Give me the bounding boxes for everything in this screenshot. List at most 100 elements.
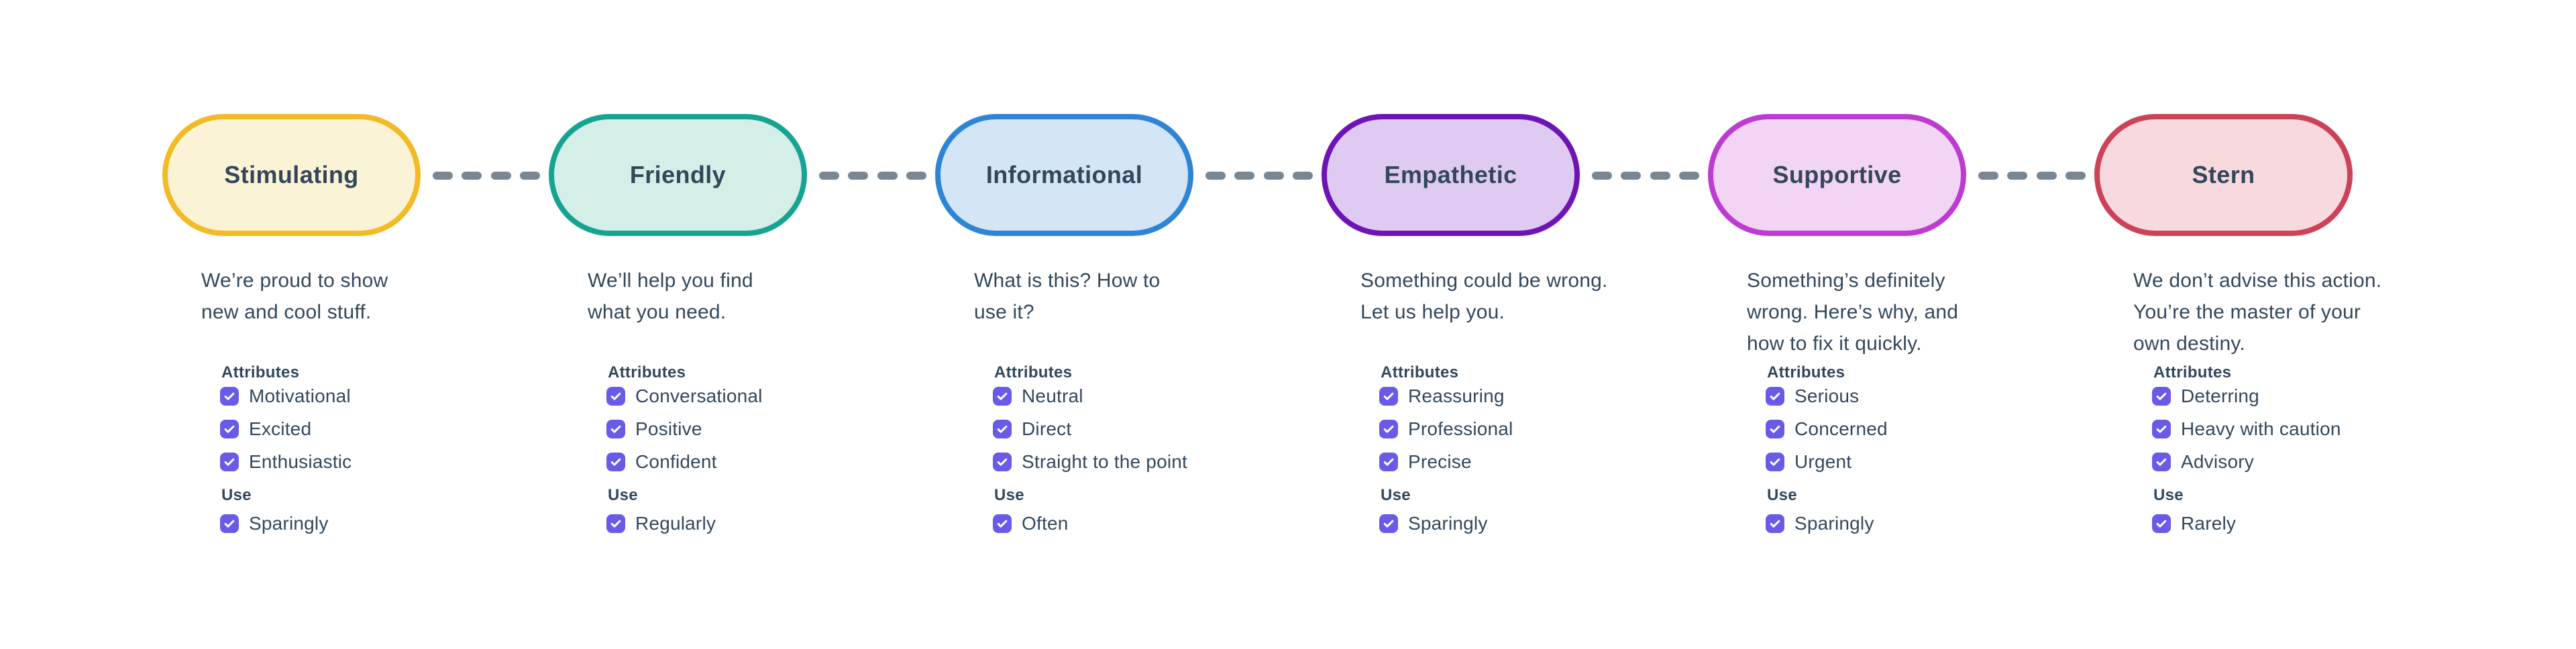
attribute-row: Reassuring: [1379, 386, 1708, 406]
checkbox-checked[interactable]: [2152, 514, 2171, 533]
check-icon: [610, 425, 621, 433]
attribute-row: Positive: [606, 418, 935, 439]
checkbox-checked[interactable]: [606, 514, 625, 533]
checkbox-checked[interactable]: [606, 420, 625, 438]
check-icon: [1770, 520, 1780, 528]
use-label: Sparingly: [1794, 513, 1874, 534]
checkbox-checked[interactable]: [220, 387, 239, 406]
check-icon: [224, 458, 235, 466]
checkbox-checked[interactable]: [1766, 420, 1784, 438]
use-heading: Use: [994, 486, 1024, 504]
checkbox-checked[interactable]: [1766, 453, 1784, 471]
connector-dashes: [1592, 172, 1699, 180]
attribute-label: Neutral: [1022, 386, 1083, 406]
checkbox-checked[interactable]: [220, 514, 239, 533]
description-line: wrong. Here’s why, and: [1747, 301, 1959, 323]
use-label: Regularly: [635, 513, 716, 534]
dash: [519, 172, 540, 180]
tone-node-label: Friendly: [629, 161, 727, 188]
checkbox-checked[interactable]: [1379, 387, 1398, 406]
check-icon: [997, 458, 1008, 466]
dash: [2036, 172, 2057, 180]
dash: [1205, 172, 1226, 180]
tone-column-supportive: Supportive Something’s definitely wrong.…: [1708, 114, 2094, 534]
checkbox-checked[interactable]: [1766, 387, 1784, 406]
use-label: Often: [1022, 513, 1069, 534]
check-icon: [610, 392, 621, 400]
dash: [1234, 172, 1255, 180]
use-row: Rarely: [2152, 514, 2481, 534]
attribute-label: Positive: [635, 418, 702, 439]
tone-node: Informational: [935, 114, 1193, 236]
checkbox-checked[interactable]: [606, 387, 625, 406]
description-line: We’ll help you find: [588, 270, 753, 292]
connector-dashes: [819, 172, 926, 180]
attribute-row: Advisory: [2152, 451, 2481, 472]
tone-node-label: Empathetic: [1384, 161, 1517, 188]
attribute-row: Professional: [1379, 419, 1708, 439]
attribute-label: Heavy with caution: [2181, 418, 2341, 439]
checkbox-checked[interactable]: [1766, 514, 1784, 533]
checkbox-checked[interactable]: [2152, 387, 2171, 406]
description-line: use it?: [974, 301, 1034, 323]
check-icon: [2156, 392, 2167, 400]
attribute-label: Reassuring: [1408, 386, 1505, 406]
check-icon: [1770, 392, 1780, 400]
connector-dashes: [433, 172, 540, 180]
attribute-row: Neutral: [993, 386, 1322, 406]
tone-node: Stimulating: [162, 114, 421, 236]
check-icon: [997, 425, 1008, 433]
tone-column-informational: Informational What is this? How to use i…: [935, 114, 1322, 534]
description-line: Something’s definitely: [1747, 270, 1945, 292]
checkbox-checked[interactable]: [993, 514, 1012, 533]
dash: [1292, 172, 1313, 180]
checkbox-checked[interactable]: [220, 453, 239, 471]
attributes-heading: Attributes: [1381, 363, 1459, 381]
check-icon: [224, 392, 235, 400]
check-icon: [1383, 425, 1394, 433]
check-icon: [1770, 425, 1780, 433]
description-line: We’re proud to show: [201, 270, 388, 292]
check-icon: [997, 520, 1008, 528]
tone-node: Supportive: [1708, 114, 1966, 236]
use-heading: Use: [1381, 486, 1411, 504]
dash: [906, 172, 926, 180]
checkbox-checked[interactable]: [2152, 420, 2171, 438]
checkbox-checked[interactable]: [993, 387, 1012, 406]
attribute-label: Urgent: [1794, 451, 1852, 472]
checkbox-checked[interactable]: [1379, 514, 1398, 533]
attribute-label: Excited: [249, 418, 312, 439]
tone-columns-row: Stimulating We’re proud to show new and …: [162, 114, 2481, 534]
attribute-label: Serious: [1794, 386, 1860, 406]
checkbox-checked[interactable]: [2152, 453, 2171, 471]
checkbox-checked[interactable]: [1379, 420, 1398, 438]
check-icon: [2156, 520, 2167, 528]
dash: [819, 172, 839, 180]
use-label: Sparingly: [1408, 513, 1488, 534]
attribute-row: Urgent: [1766, 451, 2094, 472]
attribute-row: Heavy with caution: [2152, 418, 2481, 439]
description-line: Something could be wrong.: [1360, 270, 1608, 292]
check-icon: [2156, 458, 2167, 466]
check-icon: [224, 425, 235, 433]
checkbox-checked[interactable]: [606, 453, 625, 471]
connector-dashes: [1205, 172, 1313, 180]
description-line: own destiny.: [2133, 333, 2245, 355]
check-icon: [997, 392, 1008, 400]
dash: [848, 172, 869, 180]
checkbox-checked[interactable]: [1379, 453, 1398, 471]
attribute-label: Advisory: [2181, 451, 2254, 472]
tone-column-stimulating: Stimulating We’re proud to show new and …: [162, 114, 549, 534]
checkbox-checked[interactable]: [993, 420, 1012, 438]
checkbox-checked[interactable]: [220, 420, 239, 438]
tone-node-label: Supportive: [1772, 161, 1902, 188]
tone-node-label: Stimulating: [224, 161, 359, 188]
tone-description: We’re proud to show new and cool stuff.: [201, 265, 549, 365]
tone-description: Something could be wrong. Let us help yo…: [1360, 265, 1708, 365]
attribute-row: Enthusiastic: [220, 452, 549, 472]
attribute-label: Confident: [635, 451, 717, 472]
attributes-heading: Attributes: [994, 363, 1073, 381]
use-row: Often: [993, 513, 1322, 534]
checkbox-checked[interactable]: [993, 453, 1012, 471]
attribute-row: Excited: [220, 418, 549, 439]
